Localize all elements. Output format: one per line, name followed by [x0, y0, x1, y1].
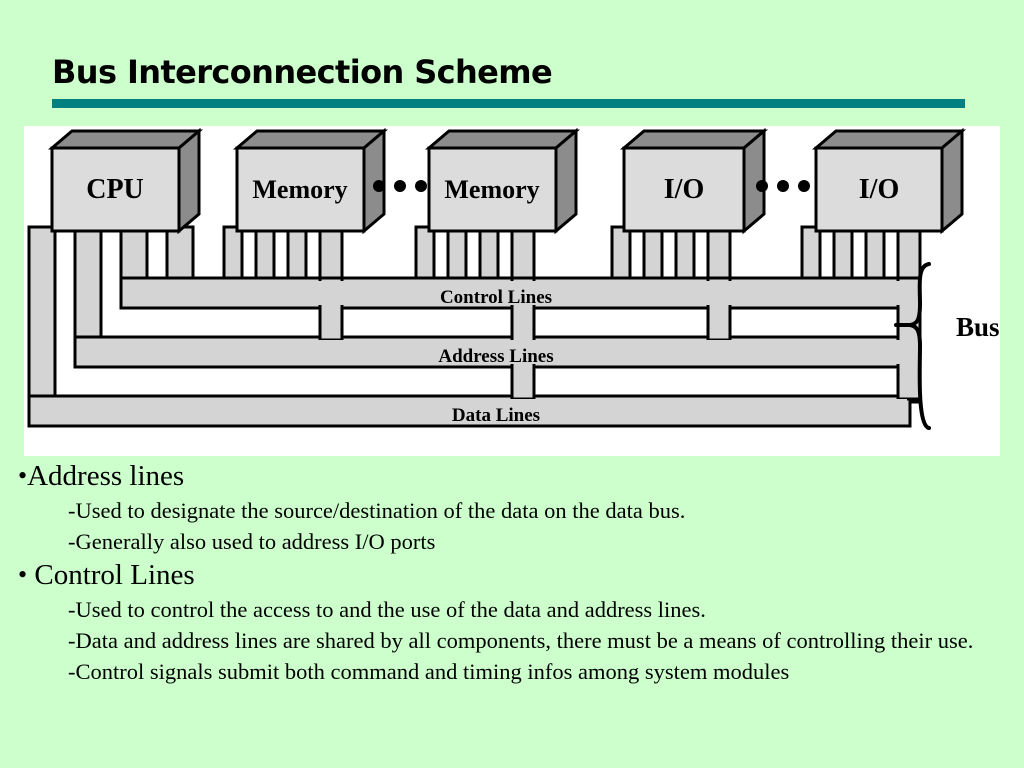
pin-io2-2 — [832, 225, 854, 283]
bullet-text: Used to control the access to and the us… — [75, 597, 706, 623]
bus-label-data-lines: Data Lines — [452, 405, 540, 426]
diagram-canvas: CPU Memory Memory I/O I/O — [27, 127, 1000, 430]
module-io-1-label: I/O — [664, 174, 704, 205]
bullet-marker: - — [68, 659, 76, 685]
pin-memory2-1 — [414, 225, 436, 283]
bullet-list: •Address lines -Used to designate the so… — [0, 458, 1024, 687]
module-memory-1[interactable]: Memory — [232, 127, 389, 235]
module-io-1-face — [622, 146, 746, 233]
module-memory-2-side — [554, 127, 578, 235]
bus-brace-label: Bus — [956, 312, 1000, 342]
join-2 — [515, 281, 531, 397]
bus-label-control-lines: Control Lines — [440, 287, 552, 308]
ellipsis-2-dot-2 — [777, 180, 789, 192]
module-io-2-top — [811, 129, 967, 150]
pin-io1-1 — [610, 225, 632, 283]
pin-io1-2 — [642, 225, 664, 283]
bullet-text: Generally also used to address I/O ports — [75, 529, 436, 555]
module-memory-1-top — [232, 129, 389, 150]
bullet-marker: • — [18, 560, 28, 590]
bus-brace — [894, 262, 931, 430]
bullet-marker: • — [18, 461, 28, 490]
join-4 — [901, 281, 917, 397]
module-memory-1-label: Memory — [252, 175, 347, 204]
ellipsis-1-dot-2 — [394, 180, 406, 192]
bullet-marker: - — [68, 498, 76, 524]
pin-memory2-2 — [446, 225, 468, 283]
bullet-text: Used to designate the source/destination… — [75, 498, 686, 524]
module-io-2-label: I/O — [859, 174, 899, 205]
bus-band-joins — [32, 281, 917, 423]
join-band-control — [124, 281, 907, 305]
pin-memory2-3 — [478, 225, 500, 283]
page-title: Bus Interconnection Scheme — [52, 53, 553, 91]
module-cpu-face — [50, 146, 181, 233]
title-underline-rule — [52, 99, 965, 108]
bullet-item-control-shared: -Data and address lines are shared by al… — [0, 625, 1013, 656]
module-cpu-top — [47, 129, 204, 150]
ellipsis-1-dot-3 — [415, 180, 427, 192]
ellipsis-1 — [373, 180, 427, 192]
module-memory-2-label: Memory — [444, 175, 539, 204]
module-memory-2[interactable]: Memory — [424, 127, 581, 235]
module-memory-2-face — [427, 146, 558, 233]
bullet-item-control-access: -Used to control the access to and the u… — [0, 594, 1013, 625]
pin-io2-3 — [864, 225, 886, 283]
module-memory-1-face — [235, 146, 366, 233]
ellipsis-2-dot-1 — [756, 180, 768, 192]
module-io-2-face — [814, 146, 944, 233]
bullet-item-address-io-ports: -Generally also used to address I/O port… — [0, 526, 1013, 557]
bullet-text: Control signals submit both command and … — [75, 659, 790, 685]
bullet-text: Data and address lines are shared by all… — [75, 628, 974, 654]
bullet-text: Control Lines — [27, 559, 195, 592]
bullet-item-address-designate: -Used to designate the source/destinatio… — [0, 495, 1013, 526]
ellipsis-2-dot-3 — [798, 180, 810, 192]
module-cpu-label: CPU — [86, 174, 144, 205]
module-io-1-top — [619, 129, 769, 150]
module-cpu[interactable]: CPU — [47, 127, 204, 235]
bus-bar-cpu-pin4 — [165, 225, 195, 280]
ellipsis-2 — [756, 180, 810, 192]
bullet-item-address-lines: •Address lines — [0, 458, 1024, 495]
pin-memory1-2 — [254, 225, 276, 283]
pin-memory1-3 — [286, 225, 308, 283]
join-band-data — [32, 399, 907, 423]
module-io-2[interactable]: I/O — [811, 127, 967, 235]
bus-label-address-lines: Address Lines — [438, 346, 553, 367]
module-io-1[interactable]: I/O — [619, 127, 769, 235]
module-io-2-side — [940, 127, 964, 235]
join-band-address — [78, 340, 907, 364]
module-cpu-side — [177, 127, 201, 235]
bullet-text: Address lines — [27, 460, 185, 492]
bullet-item-control-signals: -Control signals submit both command and… — [0, 656, 1013, 687]
bus-interconnection-diagram: CPU Memory Memory I/O I/O — [24, 126, 1000, 456]
module-memory-2-top — [424, 129, 581, 150]
pin-memory1-1 — [222, 225, 244, 283]
ellipsis-1-dot-1 — [373, 180, 385, 192]
bullet-marker: - — [68, 529, 76, 555]
bullet-marker: - — [68, 628, 76, 654]
pin-io2-1 — [800, 225, 822, 283]
bullet-item-control-lines: • Control Lines — [0, 557, 1024, 594]
pin-io1-3 — [674, 225, 696, 283]
bullet-marker: - — [68, 597, 76, 623]
